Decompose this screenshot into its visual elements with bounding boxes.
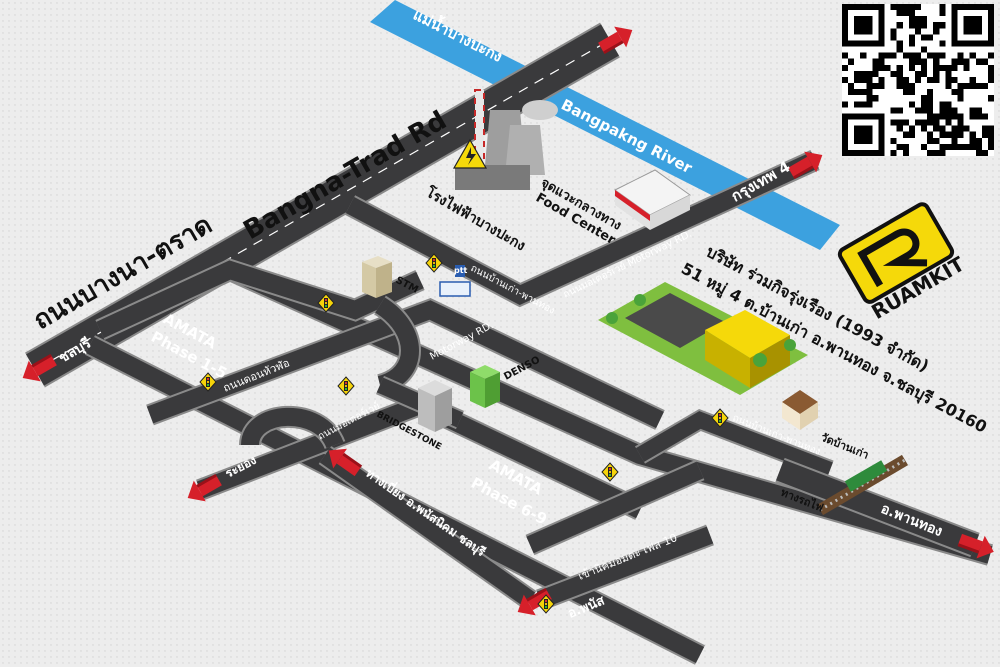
ptt-station <box>439 265 471 297</box>
road-network <box>25 22 994 665</box>
denso-building <box>470 365 500 408</box>
ptt-label: ptt <box>454 266 468 275</box>
railway <box>816 454 909 516</box>
power-plant <box>452 89 558 190</box>
stm-building <box>362 256 392 298</box>
company-site <box>598 282 808 395</box>
food-center-building <box>614 169 691 230</box>
qr-code-icon <box>842 4 994 156</box>
river <box>370 0 840 250</box>
bridgestone-building <box>418 380 452 432</box>
temple-building <box>782 390 818 430</box>
lightning-warning-icon <box>452 138 488 169</box>
